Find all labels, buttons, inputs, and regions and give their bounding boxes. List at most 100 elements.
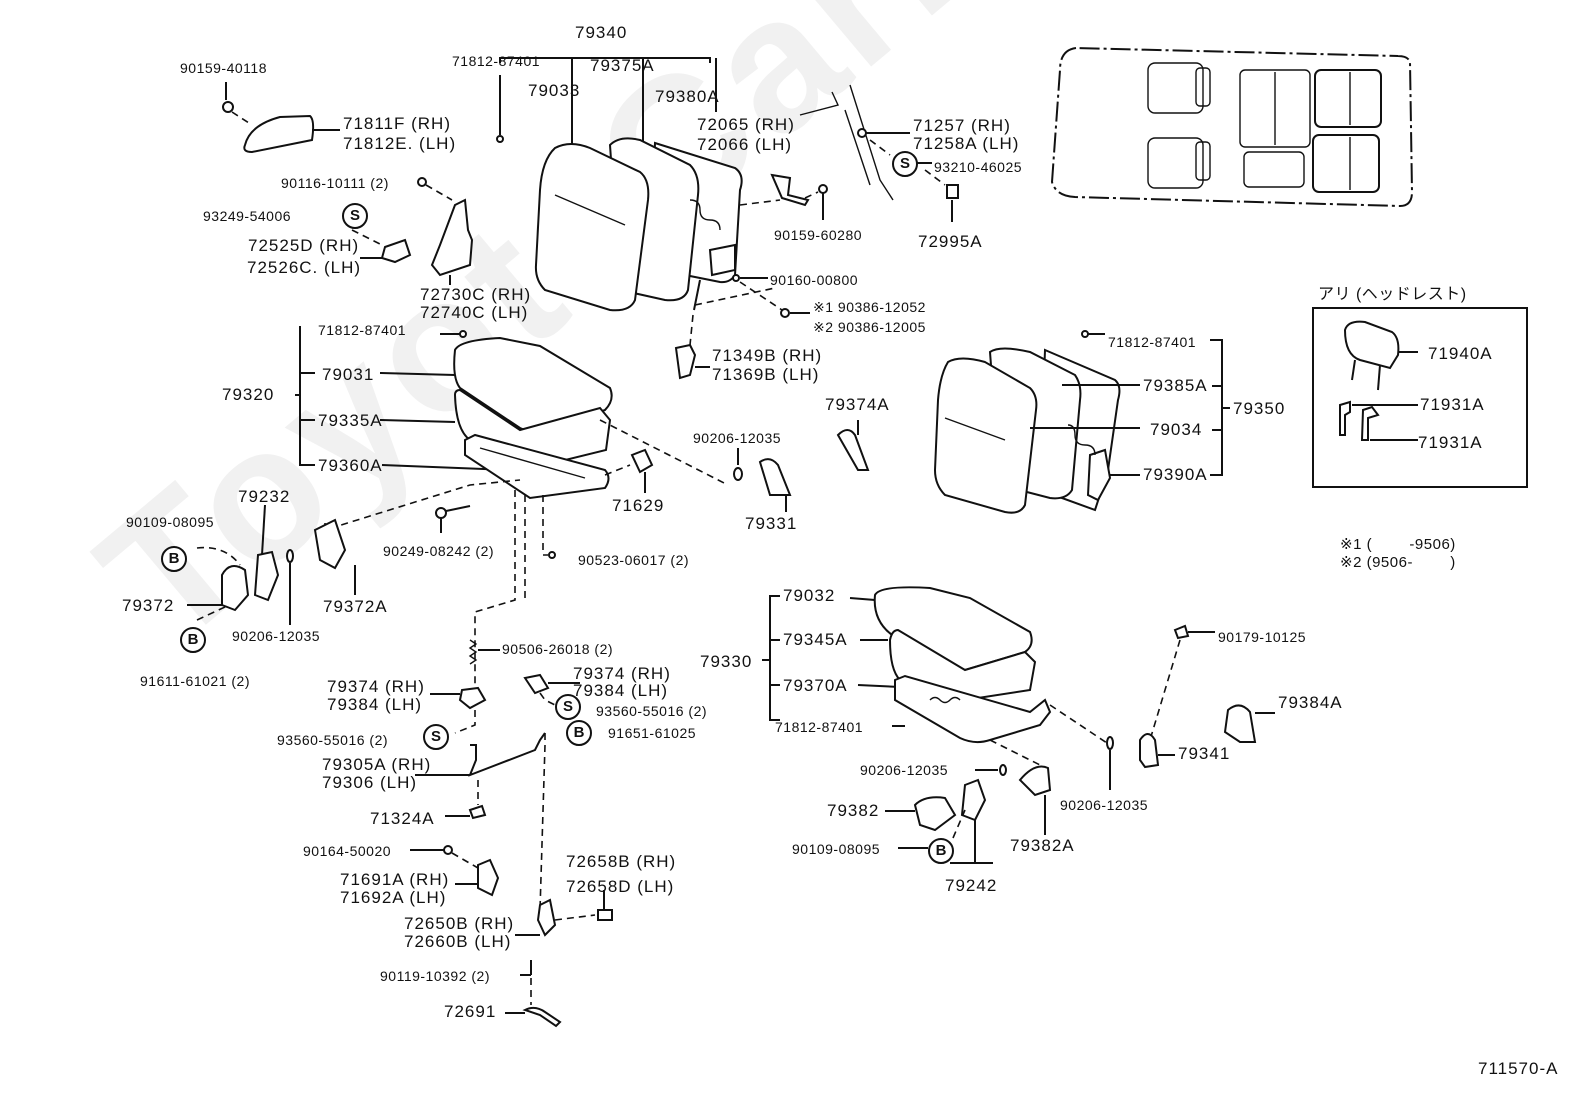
- part-label[interactable]: 90523-06017 (2): [578, 552, 690, 568]
- part-label[interactable]: 71324A: [370, 809, 435, 828]
- part-label[interactable]: 79384A: [1278, 693, 1343, 712]
- part-label[interactable]: 90206-12035: [693, 430, 782, 446]
- footnote-mark: ※1: [1340, 536, 1362, 553]
- part-label[interactable]: 71812-87401: [452, 53, 541, 69]
- headrest-box-title: アリ (ヘッドレスト): [1318, 286, 1467, 303]
- part-label[interactable]: 72525D (RH): [248, 236, 360, 255]
- part-label[interactable]: 91611-61021 (2): [140, 673, 250, 689]
- part-label[interactable]: 72660B (LH): [404, 932, 512, 951]
- part-label[interactable]: 79375A: [590, 56, 655, 75]
- part-label[interactable]: 91651-61025: [608, 725, 697, 741]
- part-label[interactable]: 90119-10392 (2): [380, 968, 490, 984]
- part-label[interactable]: 79232: [238, 487, 291, 506]
- part-label[interactable]: 90179-10125: [1218, 629, 1307, 645]
- part-label[interactable]: 72066 (LH): [697, 135, 793, 154]
- part-label[interactable]: 79382A: [1010, 836, 1075, 855]
- part-label[interactable]: 79242: [945, 876, 998, 895]
- part-label[interactable]: 71258A (LH): [913, 134, 1020, 153]
- part-label[interactable]: ※1 90386-12052: [813, 299, 926, 315]
- b-symbol-icon: B: [180, 627, 206, 653]
- part-label[interactable]: 71369B (LH): [712, 365, 820, 384]
- part-label[interactable]: 72740C (LH): [420, 303, 529, 322]
- part-label[interactable]: 79372: [122, 596, 175, 615]
- part-label[interactable]: 79306 (LH): [322, 773, 418, 792]
- part-label[interactable]: 79031: [322, 365, 375, 384]
- part-label[interactable]: 79384 (LH): [573, 681, 669, 700]
- part-label[interactable]: 79390A: [1143, 465, 1208, 484]
- side-brackets: [836, 420, 870, 471]
- part-label[interactable]: 71811F (RH): [343, 114, 451, 133]
- part-label[interactable]: 71349B (RH): [712, 346, 823, 365]
- part-label[interactable]: 90116-10111 (2): [281, 175, 389, 191]
- part-label[interactable]: 90506-26018 (2): [502, 641, 614, 657]
- part-label[interactable]: 79374 (RH): [573, 664, 671, 683]
- part-label[interactable]: 90159-60280: [774, 227, 863, 243]
- part-label[interactable]: 79385A: [1143, 376, 1208, 395]
- part-label[interactable]: ※2 90386-12005: [813, 319, 926, 335]
- part-label[interactable]: 79384 (LH): [327, 695, 423, 714]
- footnote-1: ※1 ( -9506): [1340, 536, 1456, 553]
- part-label[interactable]: 71812-87401: [1108, 334, 1197, 350]
- part-label[interactable]: 90109-08095: [792, 841, 881, 857]
- part-label[interactable]: 71812E. (LH): [343, 134, 457, 153]
- part-label[interactable]: 79034: [1150, 420, 1203, 439]
- part-label[interactable]: 79032: [783, 586, 836, 605]
- footnote-range: (9506- ): [1366, 554, 1456, 571]
- part-label[interactable]: 79331: [745, 514, 798, 533]
- part-label[interactable]: 93210-46025: [934, 159, 1023, 175]
- part-label[interactable]: 79372A: [323, 597, 388, 616]
- part-label[interactable]: 90164-50020: [303, 843, 392, 859]
- part-label[interactable]: 90206-12035: [1060, 797, 1149, 813]
- part-label[interactable]: 71691A (RH): [340, 870, 450, 889]
- part-label[interactable]: 90109-08095: [126, 514, 215, 530]
- part-label[interactable]: 72650B (RH): [404, 914, 515, 933]
- part-label[interactable]: 72658B (RH): [566, 852, 677, 871]
- figure-id: 711570-A: [1478, 1059, 1559, 1078]
- part-label[interactable]: 72658D (LH): [566, 877, 675, 896]
- part-label[interactable]: 71629: [612, 496, 665, 515]
- part-label[interactable]: 90160-00800: [770, 272, 859, 288]
- s-symbol-icon: S: [342, 203, 368, 229]
- leader-lines-lower-left: [187, 479, 556, 700]
- part-label[interactable]: 79382: [827, 801, 880, 820]
- part-label[interactable]: 72730C (RH): [420, 285, 532, 304]
- part-label[interactable]: 72691: [444, 1002, 497, 1021]
- part-label[interactable]: 79374 (RH): [327, 677, 425, 696]
- part-label[interactable]: 79370A: [783, 676, 848, 695]
- part-label: 71931A: [1420, 395, 1485, 414]
- part-label[interactable]: 79360A: [318, 456, 383, 475]
- front-seatback-assembly: [499, 57, 743, 312]
- footnote-2: ※2 (9506- ): [1340, 554, 1456, 571]
- part-label[interactable]: 79340: [575, 23, 628, 42]
- part-label[interactable]: 93249-54006: [203, 208, 292, 224]
- part-label[interactable]: 72995A: [918, 232, 983, 251]
- part-label[interactable]: 79345A: [783, 630, 848, 649]
- part-label[interactable]: 90206-12035: [860, 762, 949, 778]
- part-label[interactable]: 71812-87401: [318, 322, 407, 338]
- part-label[interactable]: 90159-40118: [180, 60, 267, 76]
- part-label[interactable]: 79341: [1178, 744, 1231, 763]
- part-label[interactable]: 90249-08242 (2): [383, 543, 495, 559]
- part-label[interactable]: 79330: [700, 652, 753, 671]
- part-label[interactable]: 93560-55016 (2): [596, 703, 708, 719]
- part-label[interactable]: 79350: [1233, 399, 1286, 418]
- part-label[interactable]: 79335A: [318, 411, 383, 430]
- part-label[interactable]: 79033: [528, 81, 581, 100]
- part-label[interactable]: 72065 (RH): [697, 115, 795, 134]
- top-left-parts: [222, 75, 504, 285]
- rear-seatback-assembly: [933, 330, 1230, 514]
- part-label[interactable]: 93560-55016 (2): [277, 732, 389, 748]
- part-label[interactable]: 71257 (RH): [913, 116, 1011, 135]
- part-label[interactable]: 71692A (LH): [340, 888, 447, 907]
- part-label[interactable]: 79320: [222, 385, 275, 404]
- headrest-box: [1312, 307, 1528, 488]
- part-label[interactable]: 79305A (RH): [322, 755, 432, 774]
- footnote-range: ( -9506): [1366, 536, 1456, 553]
- part-label[interactable]: 79374A: [825, 395, 890, 414]
- part-label[interactable]: 90206-12035: [232, 628, 321, 644]
- part-label[interactable]: 72526C. (LH): [247, 258, 362, 277]
- part-label[interactable]: 79380A: [655, 87, 720, 106]
- part-label[interactable]: 71812-87401: [775, 719, 864, 735]
- footnote-mark: ※2: [1340, 554, 1362, 571]
